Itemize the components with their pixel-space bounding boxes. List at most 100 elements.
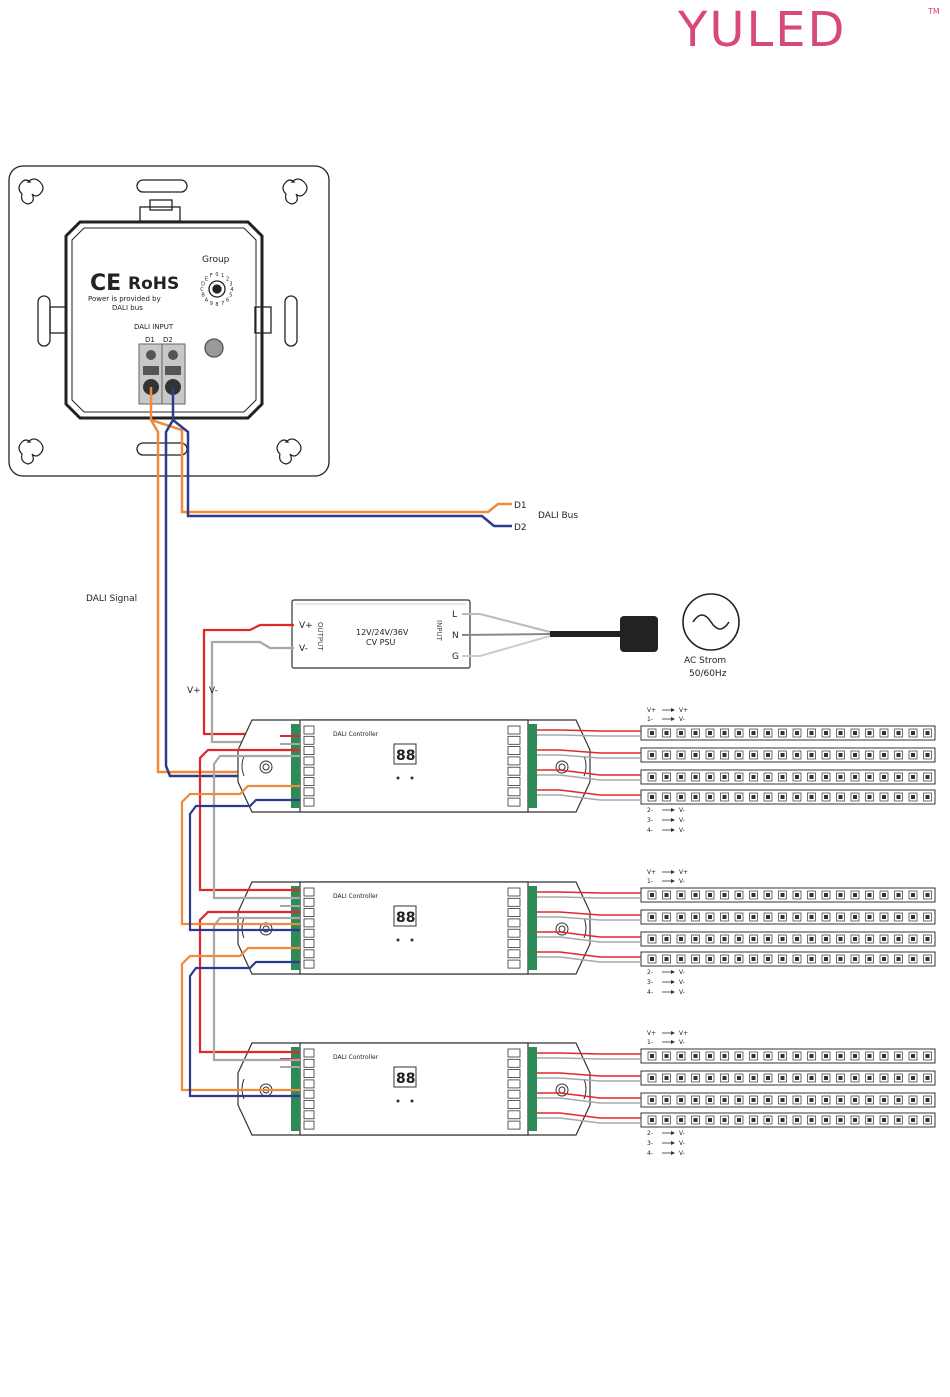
led-chip-core <box>824 915 828 919</box>
led-chip-core <box>795 753 799 757</box>
led-chip-core <box>737 795 741 799</box>
led-chip-core <box>650 753 654 757</box>
strip-label: V- <box>679 827 685 834</box>
led-chip-core <box>896 1076 901 1080</box>
led-chip-core <box>766 893 770 897</box>
led-chip-core <box>737 775 741 779</box>
led-chip-core <box>838 753 843 757</box>
led-chip-core <box>650 915 654 919</box>
led-chip-core <box>737 1118 741 1122</box>
led-chip-core <box>664 1098 669 1102</box>
led-chip-core <box>824 795 828 799</box>
led-chip-core <box>751 1076 756 1080</box>
strip-wire-minus <box>537 774 641 781</box>
led-chip-core <box>911 1054 915 1058</box>
led-chip-core <box>867 893 872 897</box>
arrowhead <box>671 970 675 974</box>
led-chip-core <box>780 731 785 735</box>
segment-display-digits: 88 <box>396 748 415 764</box>
strip-label: V- <box>679 807 685 814</box>
dial-digit: D <box>201 281 205 287</box>
input-terminal <box>303 735 315 745</box>
strip-label: V+ <box>647 707 656 714</box>
arrowhead <box>671 1031 675 1035</box>
led-chip-core <box>867 957 872 961</box>
bus-d2-label: D2 <box>514 523 527 533</box>
led-chip-core <box>751 731 756 735</box>
input-terminal <box>303 1089 315 1099</box>
led-chip-core <box>751 1098 756 1102</box>
right-terminal-strip <box>528 1047 537 1131</box>
button-dot <box>396 776 400 780</box>
led-chip-core <box>708 1118 712 1122</box>
led-chip-core <box>925 957 930 961</box>
led-chip-core <box>824 1118 828 1122</box>
strip-body <box>640 931 936 947</box>
output-terminal <box>507 1089 521 1099</box>
led-chip-core <box>722 1098 727 1102</box>
output-terminal <box>507 959 521 969</box>
led-chip-core <box>693 937 698 941</box>
led-chip-core <box>664 795 669 799</box>
input-terminal <box>303 1120 315 1130</box>
input-terminal <box>303 787 315 797</box>
led-chip-core <box>809 1118 814 1122</box>
led-chip-core <box>853 893 857 897</box>
led-chip-core <box>679 775 683 779</box>
led-chip-core <box>751 937 756 941</box>
output-terminal <box>507 887 521 897</box>
led-chip-core <box>882 915 886 919</box>
arrowhead <box>671 1141 675 1145</box>
led-chip-core <box>809 1076 814 1080</box>
led-chip-core <box>853 1054 857 1058</box>
led-chip-core <box>867 731 872 735</box>
led-chip-core <box>650 1118 654 1122</box>
led-chip-core <box>824 1054 828 1058</box>
led-chip-core <box>824 775 828 779</box>
ce-mark: CE <box>90 271 121 296</box>
led-chip-core <box>867 753 872 757</box>
arrowhead <box>671 980 675 984</box>
psu-spec-2: CV PSU <box>366 638 396 647</box>
strip-wire-minus <box>537 896 641 899</box>
output-terminal <box>507 1100 521 1109</box>
input-terminal <box>303 928 315 938</box>
chain-d1-1 <box>180 784 300 926</box>
chain-vminus-2 <box>212 916 300 1062</box>
strip-label: 4- <box>647 827 653 834</box>
led-chip-core <box>708 937 712 941</box>
led-chip-core <box>795 775 799 779</box>
segment-display-digits: 88 <box>396 1071 415 1087</box>
led-chip-core <box>853 1118 857 1122</box>
led-chip-core <box>838 937 843 941</box>
led-chip-core <box>708 957 712 961</box>
ac-label-1: AC Strom <box>684 656 726 666</box>
led-chip-core <box>838 957 843 961</box>
dial-digit: 8 <box>215 302 218 308</box>
led-chip-core <box>693 731 698 735</box>
led-chip-core <box>679 937 683 941</box>
input-terminal <box>303 959 315 969</box>
led-chip-core <box>650 893 654 897</box>
led-chip-core <box>911 937 915 941</box>
led-chip-core <box>882 937 886 941</box>
led-chip-core <box>809 893 814 897</box>
led-strip-group-3: V+V+1-V-2-V-3-V-4-V- <box>537 1030 936 1157</box>
psu-spec-1: 12V/24V/36V <box>356 628 409 637</box>
arrowhead <box>671 708 675 712</box>
led-chip-core <box>708 915 712 919</box>
led-chip-core <box>911 731 915 735</box>
led-chip-core <box>708 753 712 757</box>
led-chip-core <box>925 1098 930 1102</box>
slot <box>241 917 245 939</box>
strip-label: 1- <box>647 716 653 723</box>
strip-wire-minus <box>537 916 641 921</box>
led-chip-core <box>650 957 654 961</box>
led-chip-core <box>809 957 814 961</box>
led-chip-core <box>882 1054 886 1058</box>
led-chip-core <box>708 1098 712 1102</box>
led-chip-core <box>795 795 799 799</box>
led-chip-core <box>882 1118 886 1122</box>
strip-label: 2- <box>647 969 653 976</box>
power-note-1: Power is provided by <box>88 295 161 303</box>
